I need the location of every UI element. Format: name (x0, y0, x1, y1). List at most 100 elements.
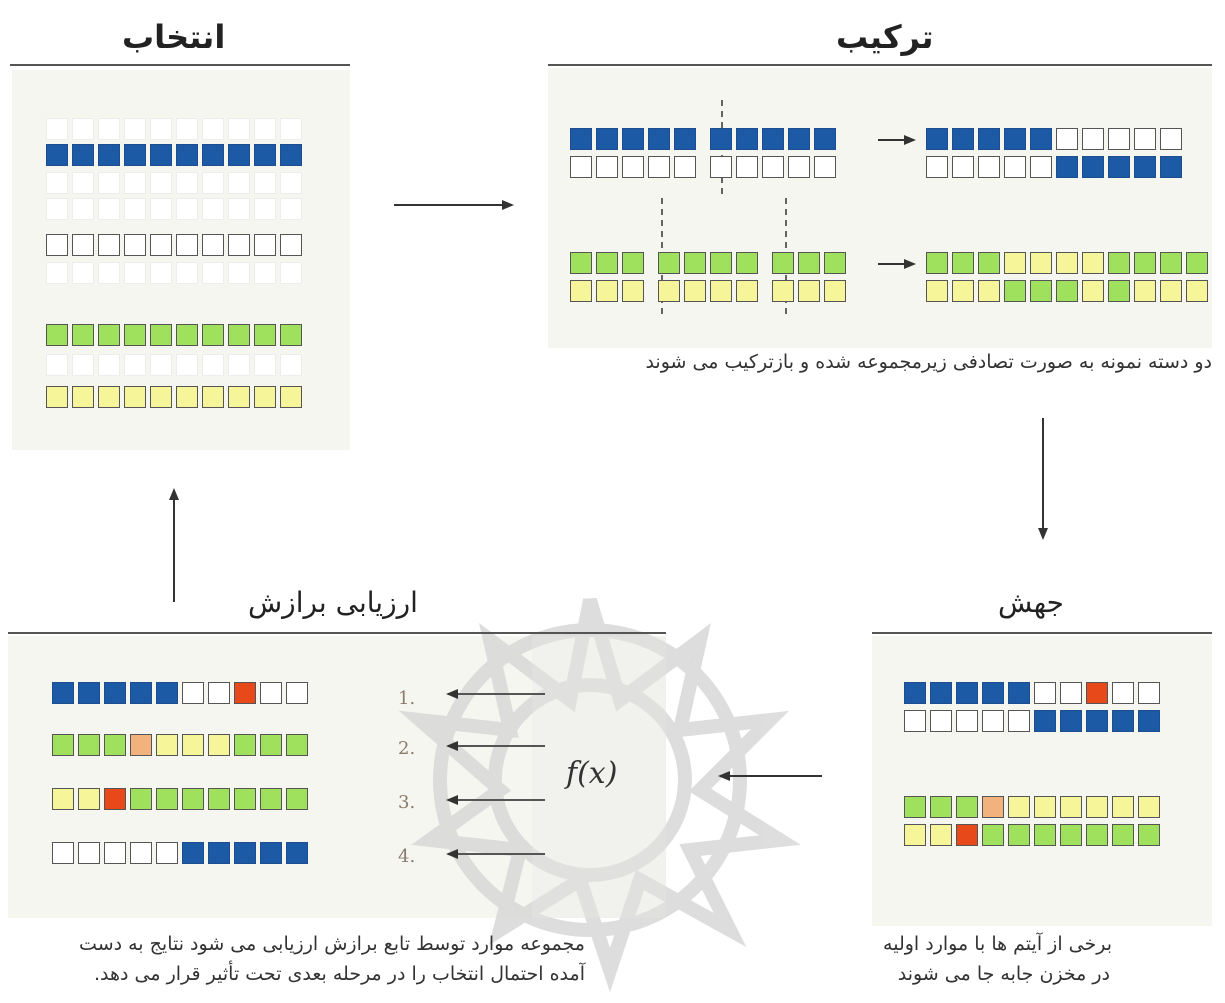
gene-cell (124, 172, 146, 194)
gene-cell (1086, 710, 1108, 732)
gene-cell (684, 252, 706, 274)
gene-cell (952, 156, 974, 178)
gene-cell (98, 118, 120, 140)
gene-cell (1034, 682, 1056, 704)
gene-cell (1112, 682, 1134, 704)
gene-cell (46, 386, 68, 408)
gene-cell (52, 734, 74, 756)
gene-cell (1056, 280, 1078, 302)
gene-cell (710, 156, 732, 178)
gene-cell (234, 842, 256, 864)
gene-cell (176, 324, 198, 346)
gene-cell (772, 252, 794, 274)
gene-cell (1134, 156, 1156, 178)
gene-cell (72, 118, 94, 140)
gene-cell (98, 172, 120, 194)
gene-cell (710, 280, 732, 302)
gene-cell (78, 788, 100, 810)
gene-cell (1108, 128, 1130, 150)
gene-cell (1056, 252, 1078, 274)
gene-cell (952, 128, 974, 150)
gene-cell (260, 842, 282, 864)
gene-cell (280, 198, 302, 220)
gene-cell (228, 262, 250, 284)
gene-cell (1030, 252, 1052, 274)
gene-cell (1008, 682, 1030, 704)
gene-cell (1138, 824, 1160, 846)
gene-cell (814, 128, 836, 150)
gene-cell (104, 788, 126, 810)
gene-cell (956, 796, 978, 818)
gene-cell (926, 128, 948, 150)
gene-cell (124, 324, 146, 346)
gene-cell (254, 144, 276, 166)
gene-cell (234, 734, 256, 756)
gene-cell (1086, 682, 1108, 704)
gene-cell (286, 682, 308, 704)
gene-cell (684, 280, 706, 302)
gene-cell (150, 262, 172, 284)
gene-cell (176, 118, 198, 140)
gene-cell (788, 128, 810, 150)
gene-cell (176, 172, 198, 194)
gene-cell (736, 128, 758, 150)
gene-cell (78, 682, 100, 704)
gene-cell (150, 234, 172, 256)
gene-cell (130, 788, 152, 810)
gene-cell (674, 156, 696, 178)
gene-cell (98, 324, 120, 346)
gene-cell (208, 682, 230, 704)
gene-cell (52, 682, 74, 704)
gene-cell (104, 682, 126, 704)
gene-cell (904, 796, 926, 818)
gene-cell (124, 386, 146, 408)
gene-cell (1030, 128, 1052, 150)
gene-cell (956, 710, 978, 732)
gene-cell (904, 824, 926, 846)
gene-cell (156, 788, 178, 810)
gene-cell (926, 252, 948, 274)
gene-cell (208, 842, 230, 864)
gene-cell (46, 198, 68, 220)
gene-cell (1082, 252, 1104, 274)
gene-cell (280, 354, 302, 376)
gene-cell (1004, 252, 1026, 274)
gene-cell (280, 386, 302, 408)
rank-label-2: 2. (398, 738, 416, 759)
gene-cell (1030, 280, 1052, 302)
gene-cell (124, 234, 146, 256)
gene-cell (176, 386, 198, 408)
gene-cell (824, 252, 846, 274)
gene-cell (202, 234, 224, 256)
gene-cell (150, 324, 172, 346)
gene-cell (72, 172, 94, 194)
gene-cell (1160, 128, 1182, 150)
gene-cell (904, 682, 926, 704)
gene-cell (286, 788, 308, 810)
gene-cell (1112, 796, 1134, 818)
gene-cell (182, 682, 204, 704)
gene-cell (104, 734, 126, 756)
gene-cell (622, 252, 644, 274)
gene-cell (150, 172, 172, 194)
gene-cell (254, 386, 276, 408)
gene-cell (1034, 796, 1056, 818)
gene-cell (1160, 252, 1182, 274)
gene-cell (1160, 280, 1182, 302)
gene-cell (260, 682, 282, 704)
gene-cell (254, 198, 276, 220)
gene-cell (788, 156, 810, 178)
gene-cell (254, 172, 276, 194)
gene-cell (1134, 280, 1156, 302)
gene-cell (98, 386, 120, 408)
gene-cell (1138, 710, 1160, 732)
selection-title-rule (10, 64, 350, 66)
gene-cell (1186, 280, 1208, 302)
gene-cell (798, 252, 820, 274)
gene-cell (736, 252, 758, 274)
gene-cell (982, 824, 1004, 846)
gene-cell (286, 842, 308, 864)
gene-cell (98, 262, 120, 284)
gene-cell (622, 128, 644, 150)
